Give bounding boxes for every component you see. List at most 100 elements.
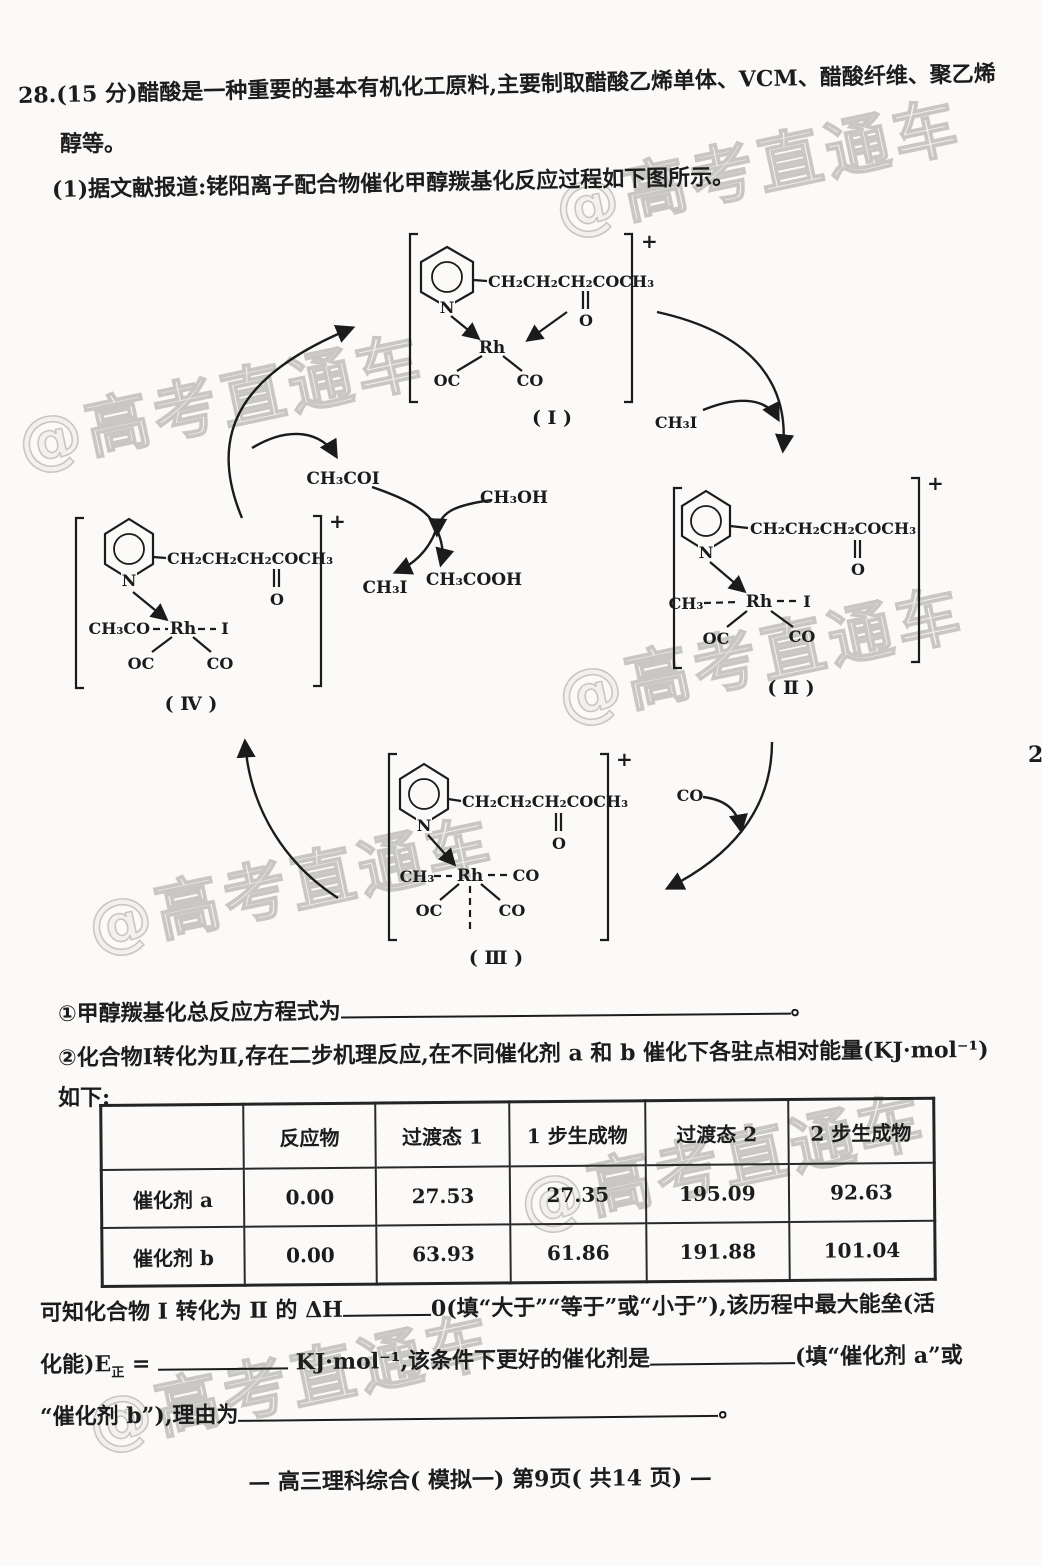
methyl-ligand: CH₃ (400, 867, 435, 886)
n-atom: N (440, 298, 455, 317)
conclusion-1b: 0(填“大于”“等于”或“小于”),该历程中最大能垒(活 (430, 1290, 936, 1322)
n-rh-bond (450, 315, 481, 341)
blank-delta-h (342, 1293, 432, 1317)
n-rh-bond (709, 561, 747, 594)
axial-co-ligand: CO (513, 866, 540, 885)
subquestion-2-cont: 如下: (58, 1085, 111, 1111)
cell: 92.63 (788, 1162, 935, 1222)
ligand-co: CO (207, 654, 234, 673)
header-ts1: 过渡态 1 (375, 1101, 510, 1168)
methyl-iodide-label: CH₃I (363, 578, 408, 598)
complex-IV (74, 514, 323, 690)
ligand-oc: OC (434, 371, 461, 390)
conclusion-2b: KJ·mol⁻¹,该条件下更好的催化剂是 (295, 1345, 651, 1376)
cell: 27.35 (509, 1165, 646, 1225)
pyridine-ring (398, 762, 450, 826)
complex-II (672, 476, 921, 670)
bracket (408, 232, 418, 404)
bracket (74, 516, 84, 690)
table-header-row: 反应物 过渡态 1 1 步生成物 过渡态 2 2 步生成物 (100, 1098, 935, 1170)
pyridine-ring (103, 517, 155, 581)
methyl-ligand: CH₃ (669, 594, 704, 613)
margin-page-number: 2 (1028, 742, 1042, 768)
complex-IV-label: ( Ⅳ ) (165, 693, 218, 715)
carbonyl-o: O (579, 311, 593, 330)
conclusion-3b: 。 (718, 1396, 741, 1423)
chain-formula: CH₂CH₂CH₂COCH₃ (488, 272, 654, 291)
table-row-catalyst-a: 催化剂 a 0.00 27.53 27.35 195.09 92.63 (101, 1162, 935, 1228)
acetic-acid-label: CH₃COOH (426, 570, 522, 590)
complex-II-label: ( Ⅱ ) (767, 677, 814, 699)
conclusion-line-1: 可知化合物 Ⅰ 转化为 Ⅱ 的 ΔH 0(填“大于”“等于”或“小于”),该历程中… (40, 1286, 935, 1327)
blank-reason (238, 1394, 719, 1422)
metal-rh: Rh (479, 338, 506, 358)
complex-I (408, 232, 634, 404)
n-atom: N (122, 571, 137, 590)
bracket (624, 232, 634, 404)
catalytic-cycle-diagram: + N CH₂CH₂CH₂COCH₃ O Rh OC CO ( Ⅰ ) + N … (74, 229, 944, 969)
carbonyl-o: O (851, 560, 865, 579)
carbonyl-o: O (270, 590, 284, 609)
chain-formula: CH₂CH₂CH₂COCH₃ (750, 519, 916, 538)
ch3i-reagent-label: CH₃I (655, 413, 697, 432)
cell: 0.00 (244, 1225, 377, 1286)
n-atom: N (417, 816, 432, 835)
arrow-III-to-IV (236, 738, 339, 900)
ligand-co: CO (517, 371, 544, 390)
arrow-II-to-III (664, 741, 774, 890)
header-step2-product: 2 步生成物 (788, 1098, 935, 1164)
table-row-catalyst-b: 催化剂 b 0.00 63.93 61.86 191.88 101.04 (101, 1220, 936, 1287)
complex-I-label: ( Ⅰ ) (532, 407, 572, 429)
metal-rh: Rh (457, 866, 484, 886)
bracket (600, 752, 610, 942)
acyl-ligand: CH₃CO (88, 619, 150, 638)
arrow-I-to-II (656, 310, 795, 454)
n-rh-bond (427, 834, 457, 867)
coordination-arrow (525, 311, 568, 342)
iodide-ligand: I (803, 592, 810, 611)
ligand-oc: OC (703, 629, 730, 648)
cell: 61.86 (510, 1223, 647, 1283)
chain-formula: CH₂CH₂CH₂COCH₃ (462, 792, 628, 811)
ligand-co: CO (789, 627, 816, 646)
conclusion-1a: 可知化合物 Ⅰ 转化为 Ⅱ 的 ΔH (39, 1296, 344, 1326)
conclusion-line-2: 化能)E正 = KJ·mol⁻¹,该条件下更好的催化剂是(填“催化剂 a”或 (40, 1337, 963, 1381)
subquestion-1: ①甲醇羰基化总反应方程式为 。 (58, 989, 813, 1028)
carbonyl-o: O (552, 834, 566, 853)
n-atom: N (699, 543, 714, 562)
cell: 0.00 (243, 1167, 377, 1227)
e-subscript: 正 (111, 1365, 125, 1381)
arrow-acetyl-iodide-down (371, 485, 438, 529)
subquestion-2: ②化合物Ⅰ转化为Ⅱ,存在二步机理反应,在不同催化剂 a 和 b 催化下各驻点相对… (57, 1036, 989, 1071)
subquestion-1-label: ①甲醇羰基化总反应方程式为 (57, 998, 341, 1027)
row-label: 催化剂 b (101, 1226, 245, 1287)
conclusion-line-3: “催化剂 b”),理由为。 (40, 1392, 741, 1431)
complex-III (387, 752, 610, 942)
arrow-to-acetic-acid (435, 531, 455, 568)
conclusion-2a: 化能)E (39, 1351, 112, 1378)
blank-activation-energy (157, 1347, 289, 1371)
methanol-label: CH₃OH (480, 488, 548, 508)
cycle-arrows (227, 310, 795, 900)
n-rh-bond (132, 591, 169, 622)
bracket (313, 514, 323, 688)
arrow-methanol-in (428, 498, 493, 538)
pyridine-ring (680, 489, 732, 553)
header-ts2: 过渡态 2 (644, 1099, 789, 1166)
iodide-ligand: I (221, 619, 228, 638)
charge: + (329, 509, 346, 533)
metal-rh: Rh (746, 592, 773, 612)
question-line-2: 醇等。 (60, 131, 127, 157)
arrow-release-acetyl-iodide (251, 432, 338, 460)
arrow-IV-to-I (227, 325, 356, 519)
bracket (672, 486, 682, 670)
blank-equation (340, 992, 791, 1019)
cell: 195.09 (645, 1163, 790, 1224)
ligand-oc: OC (128, 654, 155, 673)
acetyl-iodide-label: CH₃COI (306, 469, 379, 489)
row-label: 催化剂 a (101, 1168, 245, 1228)
subquestion-1-period: 。 (790, 994, 813, 1021)
co-reagent-label: CO (677, 786, 704, 805)
page-footer: — 高三理科综合( 模拟一) 第9页( 共14 页) — (248, 1464, 712, 1496)
